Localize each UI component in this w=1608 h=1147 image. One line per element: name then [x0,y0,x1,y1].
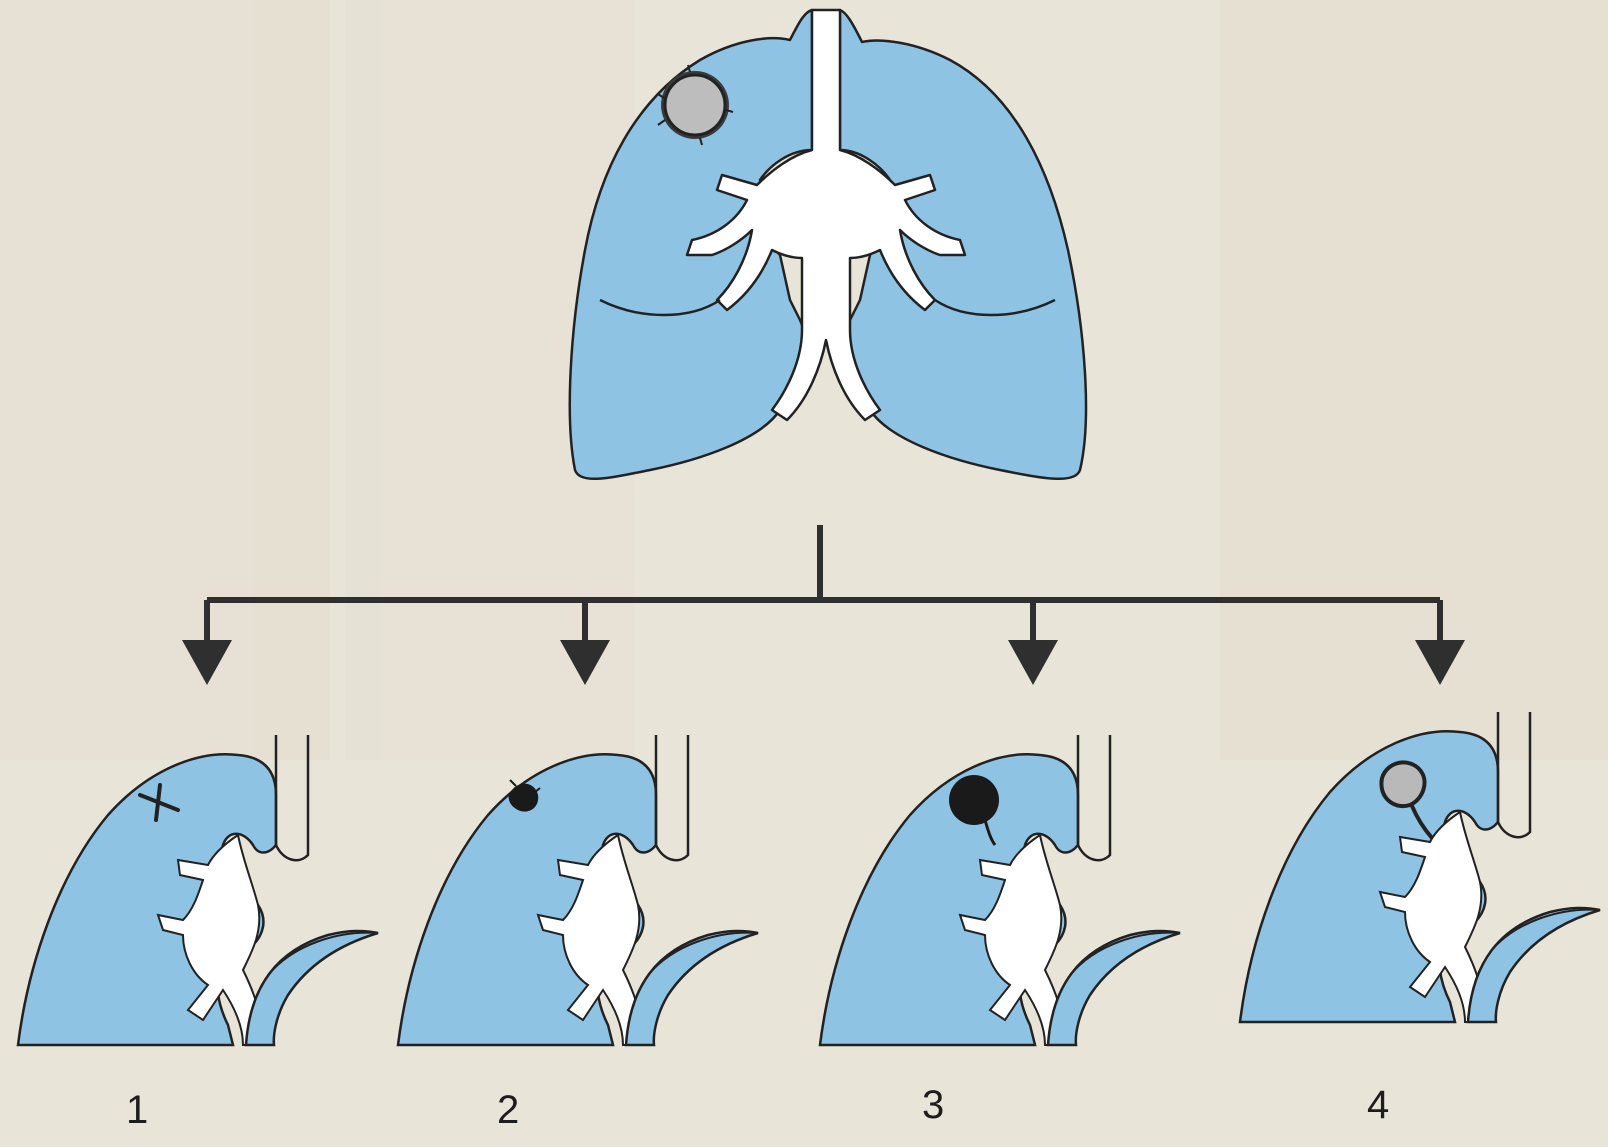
outcome-number-3: 3 [922,1085,944,1125]
top-lungs [570,10,1086,479]
outcome-lung-1 [18,735,378,1045]
outcome-number-2: 2 [497,1090,519,1130]
outcome-lung-3 [820,735,1180,1045]
outcome-number-1: 1 [126,1090,148,1130]
outcome-lung-2 [398,735,758,1045]
outcome-number-4: 4 [1367,1085,1389,1125]
arrow-3 [1008,640,1058,685]
